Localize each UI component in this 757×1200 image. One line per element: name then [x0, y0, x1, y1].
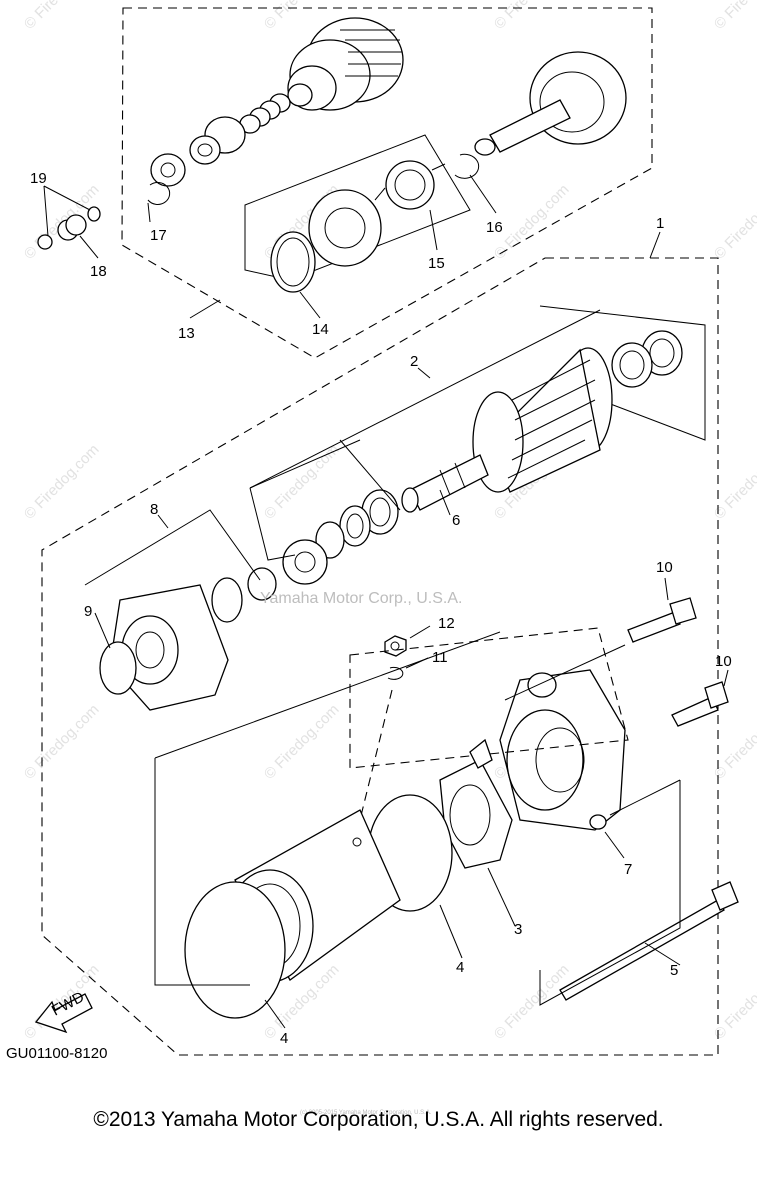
parts-18-19 [37, 206, 101, 250]
callout-1: 1 [656, 215, 664, 232]
through-bolt [559, 881, 739, 1001]
nut-12 [384, 635, 407, 657]
bolt-10-upper [627, 597, 697, 643]
callout-3: 3 [514, 921, 522, 938]
callout-12: 12 [438, 615, 455, 632]
armature-washers-bracket [539, 305, 706, 441]
callout-6: 6 [452, 512, 460, 529]
callout-labels: 19 18 17 13 14 15 16 1 2 6 8 9 10 10 12 … [6, 170, 732, 1062]
washer [150, 153, 186, 187]
collar [189, 116, 246, 165]
callout-16: 16 [486, 219, 503, 236]
yoke-bracket [154, 631, 501, 986]
group-13-frame [121, 7, 653, 359]
circlip-17 [147, 181, 171, 205]
callout-10-lower: 10 [715, 653, 732, 670]
callout-4-upper: 4 [456, 959, 464, 976]
diagram-code: GU01100-8120 [6, 1045, 107, 1062]
watermark: © Firedog.com [491, 0, 573, 33]
callout-18: 18 [90, 263, 107, 280]
spring [239, 93, 291, 134]
clutch-shaft [474, 51, 627, 156]
callout-13: 13 [178, 325, 195, 342]
footer-small-print: (c) 2005-2015 Yamaha Motor Corporation, … [300, 1110, 432, 1116]
group-1-frame [41, 257, 719, 1056]
armature-washers [611, 330, 683, 388]
center-watermark: Yamaha Motor Corp., U.S.A. [260, 590, 462, 607]
callout-7: 7 [624, 861, 632, 878]
watermark: © Firedog.com [261, 701, 343, 783]
retainer-15 [374, 160, 446, 210]
callout-9: 9 [84, 603, 92, 620]
callout-4-lower: 4 [280, 1030, 288, 1047]
washer-11 [387, 666, 404, 680]
part-8-bracket [84, 509, 261, 586]
brush-washers [282, 489, 399, 585]
watermark: © Firedog.com [491, 961, 573, 1043]
callout-10-upper: 10 [656, 559, 673, 576]
group-7-frame [349, 627, 629, 769]
fwd-arrow-icon: FWD [34, 988, 93, 1034]
footer-copyright: ©2013 Yamaha Motor Corporation, U.S.A. A… [93, 1108, 664, 1131]
callout-14: 14 [312, 321, 329, 338]
watermark: © Firedog.com [711, 701, 757, 783]
part-5-bracket [539, 780, 681, 1006]
watermark: © Firedog.com [491, 181, 573, 263]
ring-14 [270, 231, 316, 293]
callout-15: 15 [428, 255, 445, 272]
bolt-10-lower [671, 681, 729, 727]
callout-17: 17 [150, 227, 167, 244]
callout-2: 2 [410, 353, 418, 370]
front-cover [99, 567, 277, 711]
callout-5: 5 [670, 962, 678, 979]
leader-lines [43, 174, 729, 1029]
drive-gear [287, 17, 404, 111]
watermark: © Firedog.com [21, 701, 103, 783]
callout-8: 8 [150, 501, 158, 518]
yoke [184, 794, 453, 1019]
armature [401, 347, 613, 513]
watermark: © Firedog.com [711, 0, 757, 33]
circlip-16 [454, 153, 480, 179]
brush-bracket [249, 439, 401, 561]
callout-11: 11 [432, 649, 448, 666]
rear-cover [499, 669, 626, 831]
armature-bracket [249, 309, 601, 489]
watermark: © Firedog.com [21, 441, 103, 523]
group-14-15-subframe [244, 134, 471, 281]
brush-holder [439, 738, 513, 869]
clutch-cover [308, 189, 382, 267]
watermark: © Firedog.com [21, 0, 103, 33]
watermark: © Firedog.com [711, 181, 757, 263]
callout-19: 19 [30, 170, 47, 187]
